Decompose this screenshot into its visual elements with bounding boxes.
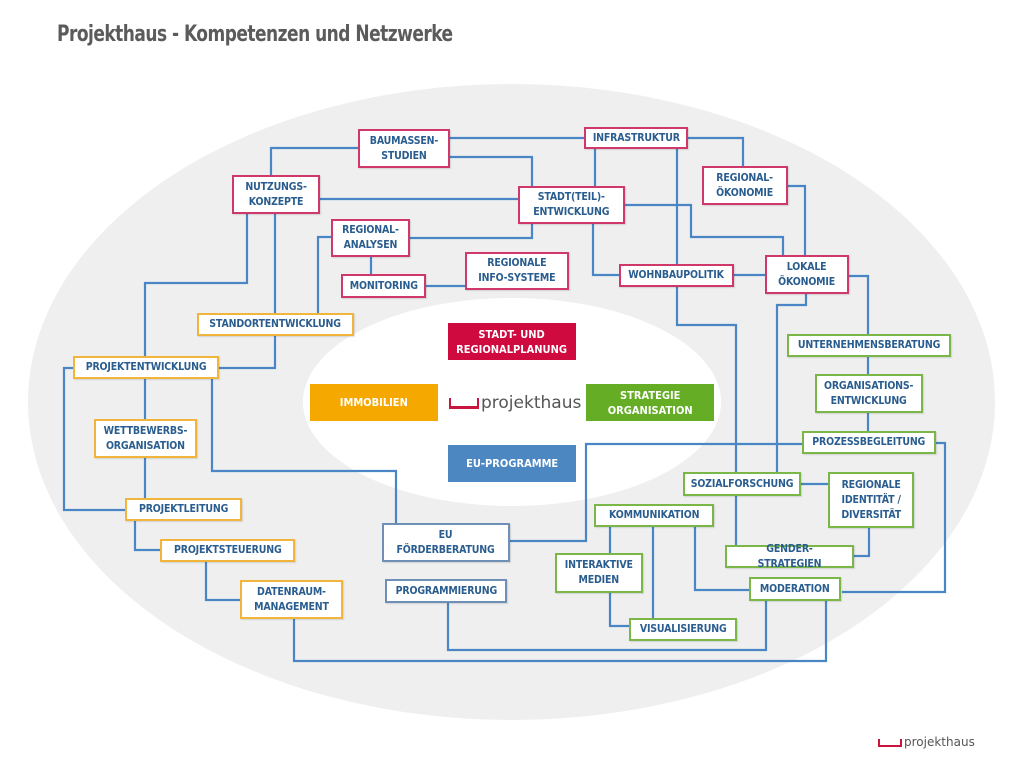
node-gender-strategien: GENDER-STRATEGIEN [725,543,854,570]
node-wohnbaupolitik: WOHNBAUPOLITIK [619,264,734,287]
center-logo: projekthaus [449,391,581,413]
category-strategie-organisation: STRATEGIE ORGANISATION [586,384,714,421]
link-wohnbau-sozial [675,285,738,474]
link-identitaet-gender-2 [849,527,871,558]
node-organisationsentwicklung: ORGANISATIONS- ENTWICKLUNG [815,374,923,413]
node-eu-foerderberatung: EU FÖRDERBERATUNG [382,523,510,562]
page-title: Projekthaus - Kompetenzen und Netzwerke [57,22,453,47]
link-baumassen-stadtteil [450,155,534,187]
node-regionale-identitaet: REGIONALE IDENTITÄT / DIVERSITÄT [828,472,914,528]
link-projektsteuerung-datenraum [204,560,240,602]
link-eu-prozess [509,442,802,543]
node-wettbewerbsorganisation: WETTBEWERBS- ORGANISATION [94,419,197,458]
link-datenraum-moderation [292,599,828,663]
node-sozialforschung: SOZIALFORSCHUNG [683,472,801,496]
link-programmierung-moderation [446,599,768,652]
category-eu-programme: EU-PROGRAMME [448,445,576,482]
node-projektleitung: PROJEKTLEITUNG [125,498,242,521]
category-immobilien: IMMOBILIEN [310,384,438,421]
link-projektentw-projektleitung [62,366,125,512]
node-visualisierung: VISUALISIERUNG [629,618,737,641]
link-baumassen-nutzungskonzepte [269,146,358,182]
node-stadtteilentwicklung: STADT(TEIL)- ENTWICKLUNG [518,186,625,224]
node-standortentwicklung: STANDORTENTWICKLUNG [197,313,354,336]
category-stadt-regionalplanung: STADT- UND REGIONALPLANUNG [448,323,576,360]
center-logo-text: projekthaus [481,393,582,413]
link-regionalanalysen-standort [316,235,332,315]
footer-logo-text: projekthaus [904,735,975,749]
link-projektleitung-projektsteuerung [133,520,161,552]
node-datenraummanagement: DATENRAUM- MANAGEMENT [240,580,343,619]
link-kommunikation-moderation [693,526,749,592]
link-nutzung-projektentw [143,213,249,357]
node-prozessbegleitung: PROZESSBEGLEITUNG [802,431,936,454]
node-interaktive-medien: INTERAKTIVE MEDIEN [555,553,643,593]
footer-logo-mark-icon [878,739,902,747]
node-projektsteuerung: PROJEKTSTEUERUNG [160,539,295,562]
node-monitoring: MONITORING [341,274,426,298]
footer-logo: projekthaus [878,733,975,749]
link-stadtteil-wohnbau [591,222,620,277]
logo-mark-icon [449,398,479,409]
link-stadtteil-lokale [624,203,785,256]
node-projektentwicklung: PROJEKTENTWICKLUNG [73,356,219,379]
node-regionale-infosysteme: REGIONALE INFO-SYSTEME [465,252,569,290]
node-kommunikation: KOMMUNIKATION [594,504,714,527]
link-infrastruktur-regionaloek [688,136,745,166]
node-baumassenstudien: BAUMASSEN- STUDIEN [358,129,450,168]
link-projektentw-eu [210,377,398,523]
node-unternehmensberatung: UNTERNEHMENSBERATUNG [787,334,951,357]
node-moderation: MODERATION [749,577,841,601]
link-standort-projektentw [218,335,277,370]
link-regionaloek-lokale [787,184,807,256]
link-lokale-gender [775,292,808,474]
link-stadtteil-regionalanalysen [409,222,534,240]
link-interaktiv-visualisierung [608,592,629,628]
node-lokale-oekonomie: LOKALE ÖKONOMIE [765,255,849,294]
node-nutzungskonzepte: NUTZUNGS- KONZEPTE [232,175,320,214]
node-regionalanalysen: REGIONAL- ANALYSEN [331,219,410,257]
node-infrastruktur: INFRASTRUKTUR [584,127,688,149]
link-lokale-unternehmen [848,274,870,335]
node-programmierung: PROGRAMMIERUNG [385,579,507,603]
node-regionaloekonomie: REGIONAL- ÖKONOMIE [702,166,788,205]
link-prozess-moderation [842,441,947,594]
